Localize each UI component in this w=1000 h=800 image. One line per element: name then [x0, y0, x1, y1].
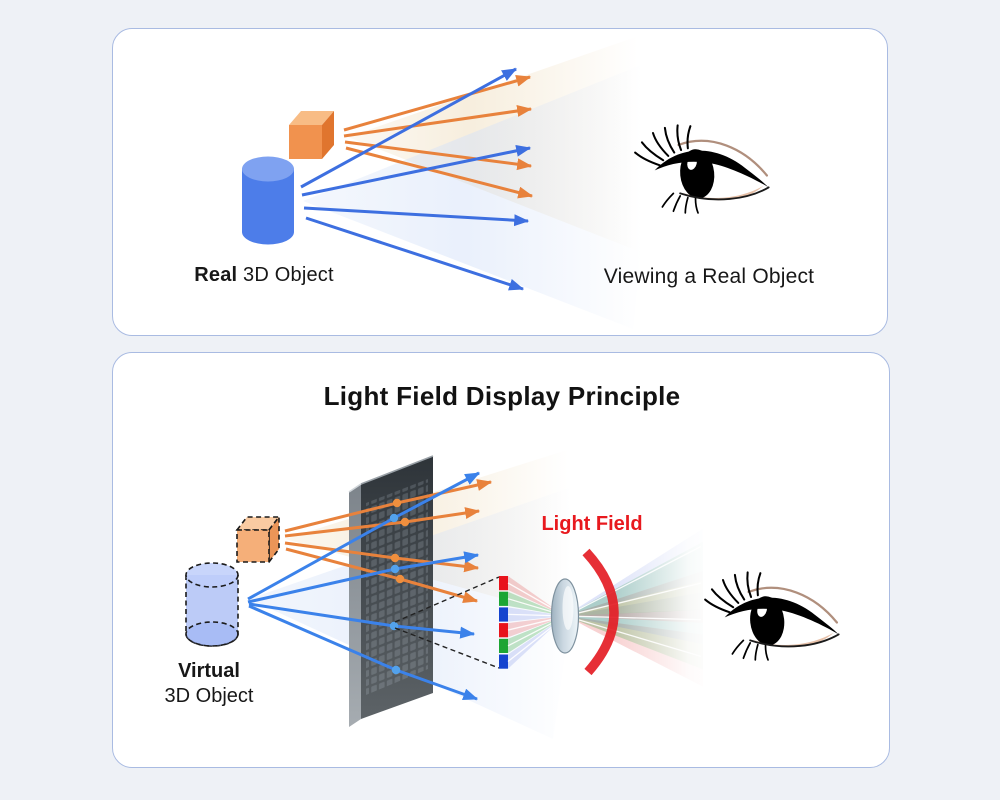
light-field-panel: Light Field Display Principle Virtual 3D…	[112, 352, 890, 768]
lens	[550, 578, 580, 654]
real-cube-3d	[289, 111, 334, 159]
real-cylinder-3d	[242, 156, 294, 245]
light-field-label: Light Field	[541, 513, 643, 535]
blue-light-rays	[300, 67, 532, 291]
virtual-cylinder-3d	[185, 562, 239, 647]
ray-panel-dots	[389, 498, 410, 675]
real-object-panel: Real 3D Object Viewing a Real Object	[112, 28, 888, 336]
pixel-grid	[366, 479, 428, 695]
real-object-label: Real 3D Object	[194, 264, 334, 287]
virtual-object-label: Virtual 3D Object	[165, 659, 254, 709]
virtual-object-label-line2: 3D Object	[164, 685, 254, 707]
light-field-arc	[582, 548, 619, 676]
real-object-diagram	[242, 31, 770, 329]
real-object-label-rest: 3D Object	[237, 264, 334, 286]
diagram-title: Light Field Display Principle	[323, 381, 681, 411]
cool-light-cone	[303, 57, 661, 329]
eye-icon	[704, 571, 840, 662]
light-field-diagram	[185, 445, 840, 743]
eye-icon	[634, 124, 770, 215]
viewing-caption: Viewing a Real Object	[603, 265, 815, 288]
real-object-label-bold: Real	[194, 264, 238, 286]
cone-fade	[613, 483, 713, 743]
virtual-object-label-line1: Virtual	[178, 660, 240, 682]
callout-dashed-lines	[394, 576, 500, 669]
rgb-pixel-strip	[499, 576, 508, 669]
virtual-cube-3d	[235, 514, 281, 565]
